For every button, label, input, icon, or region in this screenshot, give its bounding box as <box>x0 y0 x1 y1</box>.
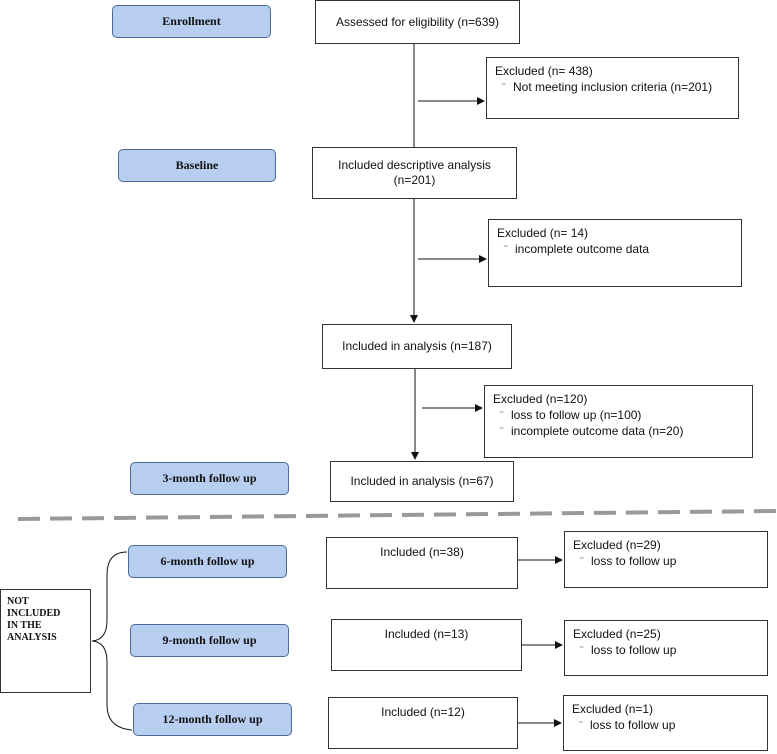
stage-baseline: Baseline <box>118 149 276 182</box>
included-6-month-box: Included (n=38) <box>326 537 518 589</box>
stage-6-month: 6-month follow up <box>128 545 287 578</box>
included-descriptive-box: Included descriptive analysis (n=201) <box>312 147 517 199</box>
included-analysis-67-box: Included in analysis (n=67) <box>330 461 514 502</box>
stage-enrollment: Enrollment <box>112 5 271 38</box>
excluded-12-month-box: Excluded (n=1) loss to follow up <box>563 695 768 751</box>
excluded-box-2: Excluded (n= 14) incomplete outcome data <box>488 219 742 287</box>
included-9-month-box: Included (n=13) <box>331 619 522 671</box>
stage-12-month: 12-month follow up <box>133 703 292 736</box>
stage-3-month: 3-month follow up <box>130 462 289 495</box>
excluded-box-1: Excluded (n= 438) Not meeting inclusion … <box>486 57 739 119</box>
curly-bracket <box>91 551 133 731</box>
assessed-box: Assessed for eligibility (n=639) <box>315 0 520 44</box>
divider-dashed <box>17 509 777 521</box>
included-analysis-187-box: Included in analysis (n=187) <box>322 324 512 369</box>
stage-9-month: 9-month follow up <box>130 624 289 657</box>
included-12-month-box: Included (n=12) <box>328 697 518 749</box>
excluded-box-3: Excluded (n=120) loss to follow up (n=10… <box>484 385 753 458</box>
excluded-6-month-box: Excluded (n=29) loss to follow up <box>564 531 768 588</box>
not-included-label: NOT INCLUDED IN THE ANALYSIS <box>0 589 91 693</box>
excluded-9-month-box: Excluded (n=25) loss to follow up <box>564 620 768 676</box>
